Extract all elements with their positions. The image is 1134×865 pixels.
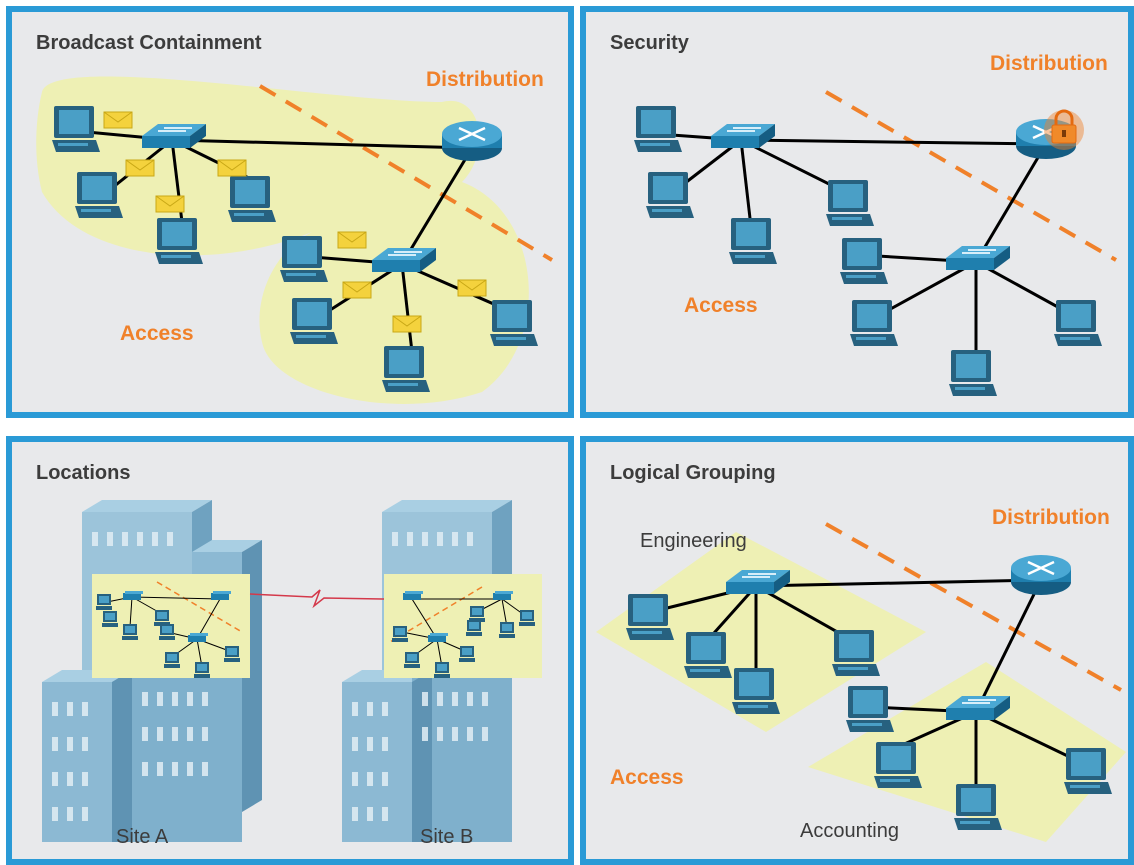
access-label: Access bbox=[684, 294, 758, 317]
panel-title: Security bbox=[610, 32, 689, 54]
computer-icon bbox=[634, 106, 682, 152]
computer-icon bbox=[729, 218, 777, 264]
envelope-icon bbox=[342, 281, 372, 299]
router-icon bbox=[440, 119, 504, 163]
envelope-icon bbox=[457, 279, 487, 297]
envelope-icon bbox=[217, 159, 247, 177]
computer-icon bbox=[684, 632, 732, 678]
envelope-icon bbox=[125, 159, 155, 177]
access-label: Access bbox=[120, 322, 194, 345]
computer-icon bbox=[490, 300, 538, 346]
distribution-boundary-line bbox=[824, 90, 1118, 262]
computer-icon bbox=[75, 172, 123, 218]
panel-logical-grouping: Logical Grouping Engineering Distributio… bbox=[580, 436, 1134, 865]
distribution-label: Distribution bbox=[426, 68, 544, 91]
accounting-group-highlight bbox=[808, 662, 1126, 842]
computer-icon bbox=[826, 180, 874, 226]
computer-icon bbox=[155, 218, 203, 264]
computer-icon bbox=[874, 742, 922, 788]
access-label: Access bbox=[610, 766, 684, 789]
distribution-boundary-line bbox=[258, 84, 554, 262]
security-diagram bbox=[634, 90, 1118, 396]
envelope-icon bbox=[155, 195, 185, 213]
site-b-label: Site B bbox=[420, 826, 474, 848]
computer-icon bbox=[290, 298, 338, 344]
switch-icon bbox=[710, 123, 776, 149]
envelope-icon bbox=[392, 315, 422, 333]
computer-icon bbox=[732, 668, 780, 714]
computer-icon bbox=[382, 346, 430, 392]
building-windows bbox=[52, 532, 488, 821]
computer-icon bbox=[1064, 748, 1112, 794]
computer-icon bbox=[280, 236, 328, 282]
computer-icon bbox=[1054, 300, 1102, 346]
distribution-boundary-line bbox=[825, 522, 1122, 692]
envelope-icon bbox=[103, 111, 133, 129]
switch-icon bbox=[945, 245, 1011, 271]
broadcast-diagram bbox=[36, 76, 554, 404]
lock-icon bbox=[1044, 109, 1084, 150]
panel-title: Locations bbox=[36, 462, 131, 484]
distribution-boundary-line bbox=[389, 586, 483, 643]
engineering-group-highlight bbox=[596, 532, 926, 732]
panel-broadcast-containment: Broadcast Containment Distribution Acces… bbox=[6, 6, 574, 418]
computer-icon bbox=[832, 630, 880, 676]
envelope-icon bbox=[337, 231, 367, 249]
panel-title: Broadcast Containment bbox=[36, 32, 262, 54]
computer-icon bbox=[626, 594, 674, 640]
computer-icon bbox=[840, 238, 888, 284]
computer-icon bbox=[846, 686, 894, 732]
computer-icon bbox=[954, 784, 1002, 830]
computer-icon bbox=[850, 300, 898, 346]
distribution-label: Distribution bbox=[990, 52, 1108, 75]
computer-icon bbox=[646, 172, 694, 218]
router-icon bbox=[1009, 553, 1073, 597]
panel-security: Security Distribution Access bbox=[580, 6, 1134, 418]
distribution-boundary-line bbox=[156, 581, 243, 633]
distribution-label: Distribution bbox=[992, 506, 1110, 529]
site-a-label: Site A bbox=[116, 826, 169, 848]
engineering-label: Engineering bbox=[640, 530, 747, 552]
wan-link bbox=[249, 589, 385, 609]
panel-title: Logical Grouping bbox=[610, 462, 776, 484]
logical-grouping-diagram bbox=[596, 522, 1126, 842]
locations-diagram bbox=[42, 500, 542, 842]
accounting-label: Accounting bbox=[800, 820, 899, 842]
computer-icon bbox=[52, 106, 100, 152]
panel-locations: Locations Site A Site B bbox=[6, 436, 574, 865]
computer-icon bbox=[228, 176, 276, 222]
computer-icon bbox=[949, 350, 997, 396]
